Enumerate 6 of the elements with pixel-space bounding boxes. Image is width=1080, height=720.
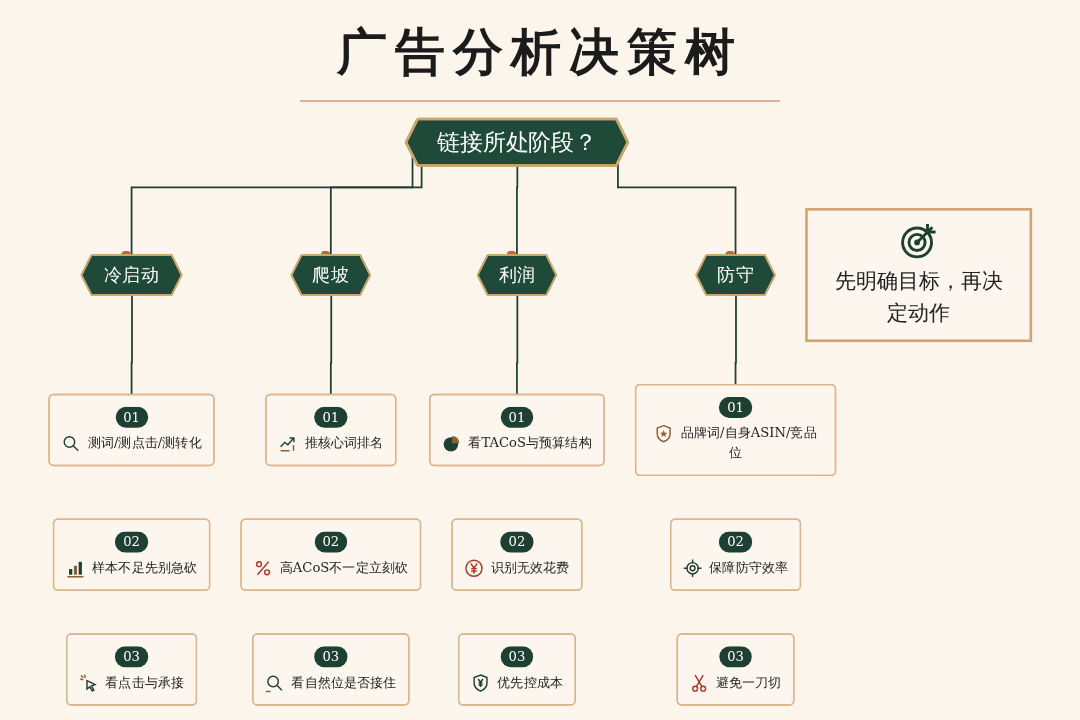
connector	[130, 294, 133, 396]
diagram-title: 广告分析决策树	[337, 22, 743, 82]
connector	[516, 294, 519, 396]
connector	[734, 294, 737, 386]
connector	[329, 294, 333, 396]
node-box: 先明确目标，再决定动作	[805, 208, 1033, 343]
